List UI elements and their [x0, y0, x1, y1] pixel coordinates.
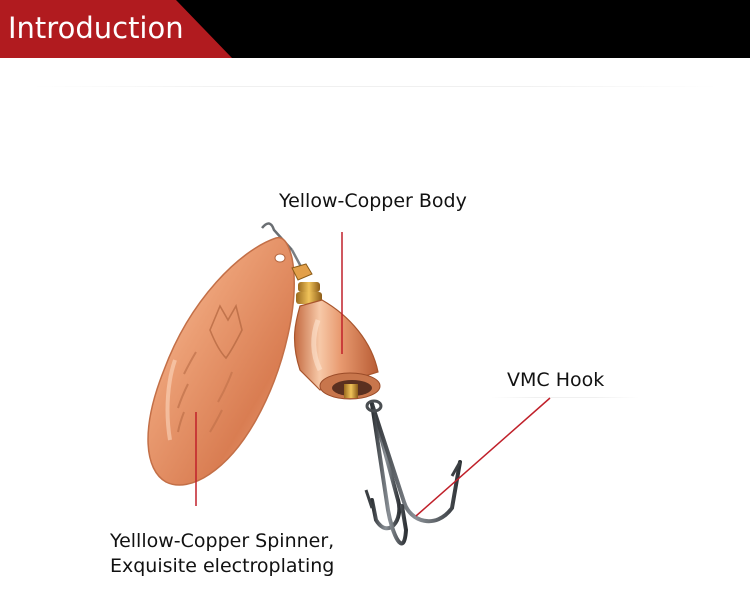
- brass-bead: [291, 263, 322, 304]
- spinner-callout-line1: Yelllow-Copper Spinner,: [110, 530, 335, 552]
- leader-lines: [195, 232, 551, 517]
- treble-hook: [364, 399, 462, 546]
- hook-leader-line: [415, 397, 551, 517]
- hook-callout-label: VMC Hook: [507, 369, 605, 391]
- page-title: Introduction: [8, 11, 184, 45]
- faint-divider: [30, 86, 720, 87]
- copper-blade: [147, 236, 295, 486]
- faint-divider: [490, 397, 640, 398]
- spinner-callout-line2: Exquisite electroplating: [110, 555, 335, 577]
- body-callout-label: Yellow-Copper Body: [279, 190, 467, 212]
- copper-body: [293, 299, 381, 400]
- spinner-callout-label: Yelllow-Copper Spinner, Exquisite electr…: [110, 529, 334, 579]
